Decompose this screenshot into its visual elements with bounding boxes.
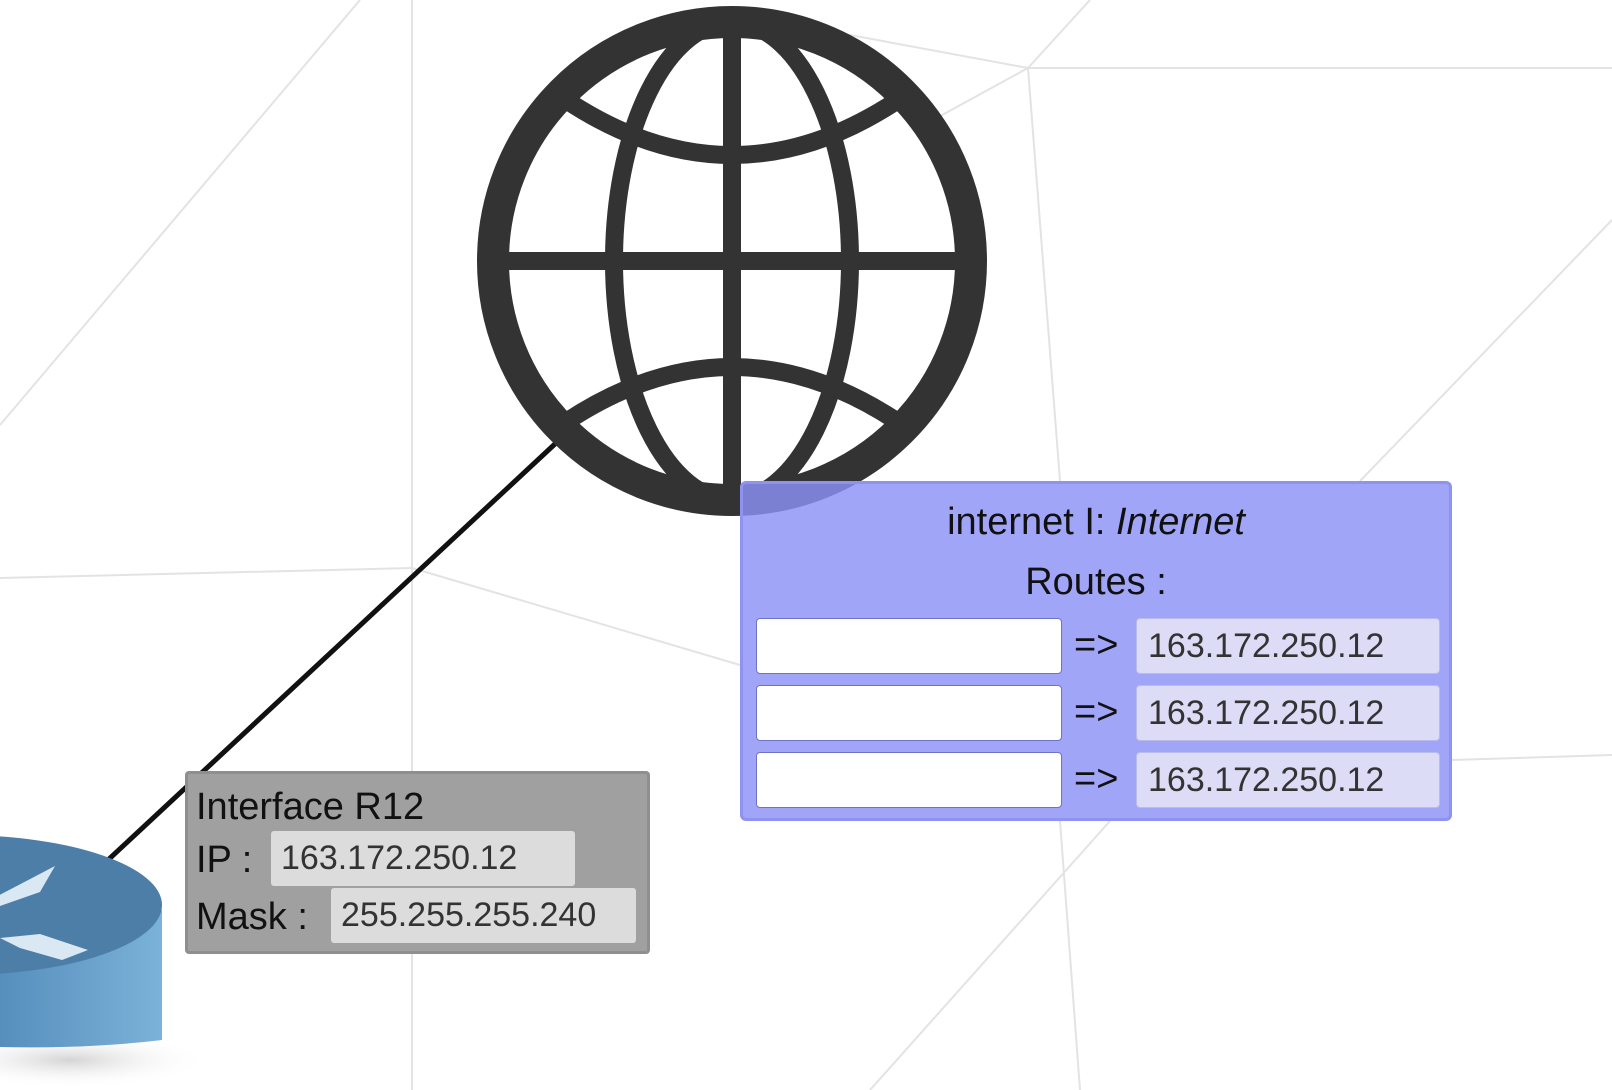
route-gateway-field[interactable]: 163.172.250.12: [1136, 618, 1440, 674]
ip-field[interactable]: 163.172.250.12: [271, 831, 575, 886]
network-link[interactable]: [106, 441, 558, 862]
router-icon[interactable]: [0, 835, 210, 1088]
device-name: internet I:: [947, 501, 1117, 543]
internet-info-panel: internet I: Internet Routes : => 163.172…: [740, 481, 1452, 821]
globe-icon[interactable]: [477, 6, 987, 516]
route-gateway-field[interactable]: 163.172.250.12: [1136, 752, 1440, 808]
route-row: => 163.172.250.12: [756, 618, 1440, 674]
routes-label: Routes :: [1025, 561, 1167, 603]
interface-title: Interface R12: [196, 786, 425, 828]
route-destination-input[interactable]: [756, 752, 1062, 808]
route-arrow: =>: [1074, 691, 1119, 733]
ip-label: IP :: [196, 839, 253, 881]
internet-panel-title: internet I: Internet: [743, 499, 1449, 545]
device-type: Internet: [1116, 501, 1245, 543]
mask-label: Mask :: [196, 896, 308, 938]
route-destination-input[interactable]: [756, 618, 1062, 674]
route-row: => 163.172.250.12: [756, 685, 1440, 741]
route-gateway-field[interactable]: 163.172.250.12: [1136, 685, 1440, 741]
route-arrow: =>: [1074, 624, 1119, 666]
route-arrow: =>: [1074, 758, 1119, 800]
interface-info-panel: Interface R12 IP : 163.172.250.12 Mask :…: [185, 771, 650, 954]
route-destination-input[interactable]: [756, 685, 1062, 741]
mask-field[interactable]: 255.255.255.240: [331, 888, 636, 943]
route-row: => 163.172.250.12: [756, 752, 1440, 808]
